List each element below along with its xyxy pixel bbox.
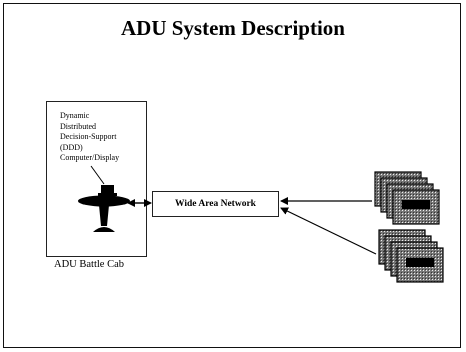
slide-title: ADU System Description bbox=[121, 16, 345, 40]
battle-cab-box bbox=[46, 101, 147, 257]
remote-display-stack-icon bbox=[378, 229, 444, 283]
battle-cab-caption: ADU Battle Cab bbox=[54, 259, 124, 270]
remote-node-link-arrow bbox=[280, 207, 377, 255]
workstation-label-line: Computer/Display bbox=[60, 153, 120, 162]
workstation-label-line: Distributed bbox=[60, 121, 96, 131]
wide-area-network-box: Wide Area Network bbox=[152, 191, 279, 217]
label-pointer-line bbox=[90, 165, 105, 185]
workstation-label-line: (DDD) bbox=[60, 142, 83, 152]
workstation-label-line: Dynamic bbox=[60, 111, 90, 120]
wide-area-network-label: Wide Area Network bbox=[175, 199, 256, 209]
computer-workstation-icon bbox=[78, 185, 130, 232]
workstation-label-line: Decision-Support bbox=[60, 132, 117, 141]
remote-display-stack-icon bbox=[374, 171, 440, 225]
workstation-label: Dynamic Distributed Decision-Support (DD… bbox=[60, 111, 150, 164]
